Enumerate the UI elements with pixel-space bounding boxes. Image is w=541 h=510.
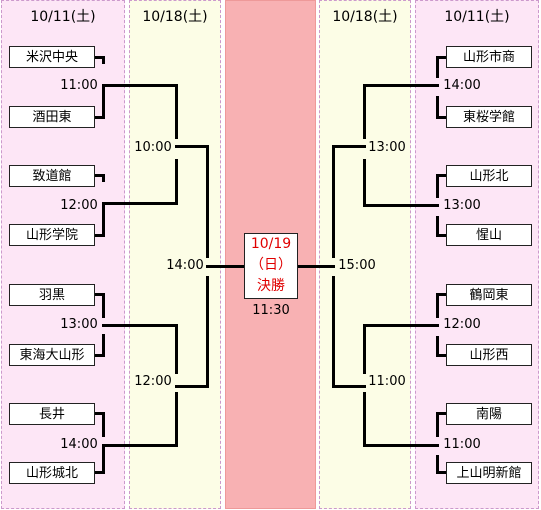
match-time-left-r1-1: 11:00 — [60, 78, 98, 93]
bracket-line — [175, 324, 178, 374]
bracket-line — [102, 444, 105, 474]
match-time-right-r1-3: 12:00 — [443, 317, 481, 332]
bracket-line — [436, 412, 447, 415]
bracket-line — [436, 293, 439, 318]
bracket-line — [206, 276, 209, 388]
match-time-right-r1-2: 13:00 — [443, 198, 481, 213]
team-left-4: 山形学院 — [9, 224, 95, 246]
bracket-line — [363, 392, 366, 447]
bracket-line — [102, 444, 178, 447]
bracket-line — [175, 145, 209, 148]
bracket-line — [102, 84, 105, 119]
bracket-line — [175, 159, 178, 205]
team-right-2: 東桜学館 — [446, 106, 532, 128]
team-right-6: 山形西 — [446, 344, 532, 366]
bracket-line — [436, 174, 447, 177]
header-date-left-round1: 10/11(土) — [30, 9, 96, 25]
bracket-line — [436, 455, 439, 474]
bracket-line — [436, 96, 439, 119]
bracket-line — [436, 471, 447, 474]
bracket-line — [363, 444, 439, 447]
bracket-line — [175, 385, 209, 388]
match-time-right-r2-1: 13:00 — [368, 140, 406, 155]
team-right-8: 上山明新館 — [446, 462, 532, 484]
bracket-line — [102, 84, 178, 87]
bracket-line — [102, 174, 105, 182]
bracket-line — [94, 116, 105, 119]
match-time-left-r1-4: 14:00 — [60, 437, 98, 452]
bracket-line — [363, 159, 366, 207]
team-left-1: 米沢中央 — [9, 46, 95, 68]
bracket-line — [94, 471, 105, 474]
bracket-line — [363, 324, 366, 374]
bracket-line — [102, 202, 105, 237]
team-right-5: 鶴岡東 — [446, 284, 532, 306]
bracket-line — [332, 385, 366, 388]
bracket-line — [94, 293, 105, 296]
team-right-3: 山形北 — [446, 165, 532, 187]
match-time-right-r1-4: 11:00 — [443, 437, 481, 452]
bracket-line — [363, 84, 439, 87]
bracket-line — [332, 145, 335, 258]
team-left-5: 羽黒 — [9, 284, 95, 306]
header-date-right-round2: 10/18(土) — [332, 9, 398, 25]
bracket-line — [363, 84, 366, 139]
bracket-line — [436, 56, 439, 78]
bracket-line — [436, 412, 439, 437]
final-time: 11:30 — [252, 303, 290, 318]
final-match-box: 10/19 （日） 決勝 — [244, 233, 298, 299]
bracket-line — [206, 145, 209, 258]
header-date-left-round2: 10/18(土) — [142, 9, 208, 25]
team-left-6: 東海大山形 — [9, 344, 95, 366]
bracket-line — [436, 116, 447, 119]
team-left-2: 酒田東 — [9, 106, 95, 128]
bracket-line — [332, 145, 366, 148]
team-right-1: 山形市商 — [446, 46, 532, 68]
bracket-line — [102, 293, 105, 318]
bracket-line — [436, 216, 439, 237]
bracket-line — [297, 265, 335, 268]
header-date-right-round1: 10/11(土) — [444, 9, 510, 25]
bracket-line — [363, 324, 439, 327]
bracket-line — [102, 412, 105, 437]
bracket-line — [436, 174, 439, 198]
bracket-line — [175, 84, 178, 139]
final-day: （日） — [250, 257, 292, 273]
bracket-line — [436, 234, 447, 237]
bracket-line — [94, 412, 105, 415]
bracket-line — [102, 202, 178, 205]
match-time-left-r1-2: 12:00 — [60, 198, 98, 213]
match-time-left-r2-1: 10:00 — [134, 140, 172, 155]
bracket-line — [102, 56, 105, 64]
bracket-line — [94, 56, 105, 59]
team-left-7: 長井 — [9, 403, 95, 425]
team-left-3: 致道館 — [9, 165, 95, 187]
bracket-line — [175, 392, 178, 447]
match-time-right-semi: 15:00 — [338, 258, 376, 273]
bracket-line — [436, 293, 447, 296]
match-time-left-r1-3: 13:00 — [60, 317, 98, 332]
match-time-right-r1-1: 14:00 — [443, 78, 481, 93]
bracket-line — [102, 334, 105, 357]
bracket-line — [332, 276, 335, 388]
final-date: 10/19 — [250, 236, 292, 252]
bracket-line — [436, 354, 447, 357]
team-left-8: 山形城北 — [9, 462, 95, 484]
bracket-line — [94, 174, 105, 177]
final-label: 決勝 — [257, 278, 285, 294]
team-right-7: 南陽 — [446, 403, 532, 425]
bracket-line — [436, 56, 447, 59]
match-time-left-r2-2: 12:00 — [134, 374, 172, 389]
bracket-line — [102, 324, 178, 327]
bracket-line — [206, 265, 244, 268]
match-time-left-semi: 14:00 — [166, 258, 204, 273]
bracket-line — [94, 354, 105, 357]
bracket-line — [363, 204, 439, 207]
bracket-line — [94, 234, 105, 237]
team-right-4: 惺山 — [446, 224, 532, 246]
bracket-line — [436, 336, 439, 357]
match-time-right-r2-2: 11:00 — [368, 374, 406, 389]
